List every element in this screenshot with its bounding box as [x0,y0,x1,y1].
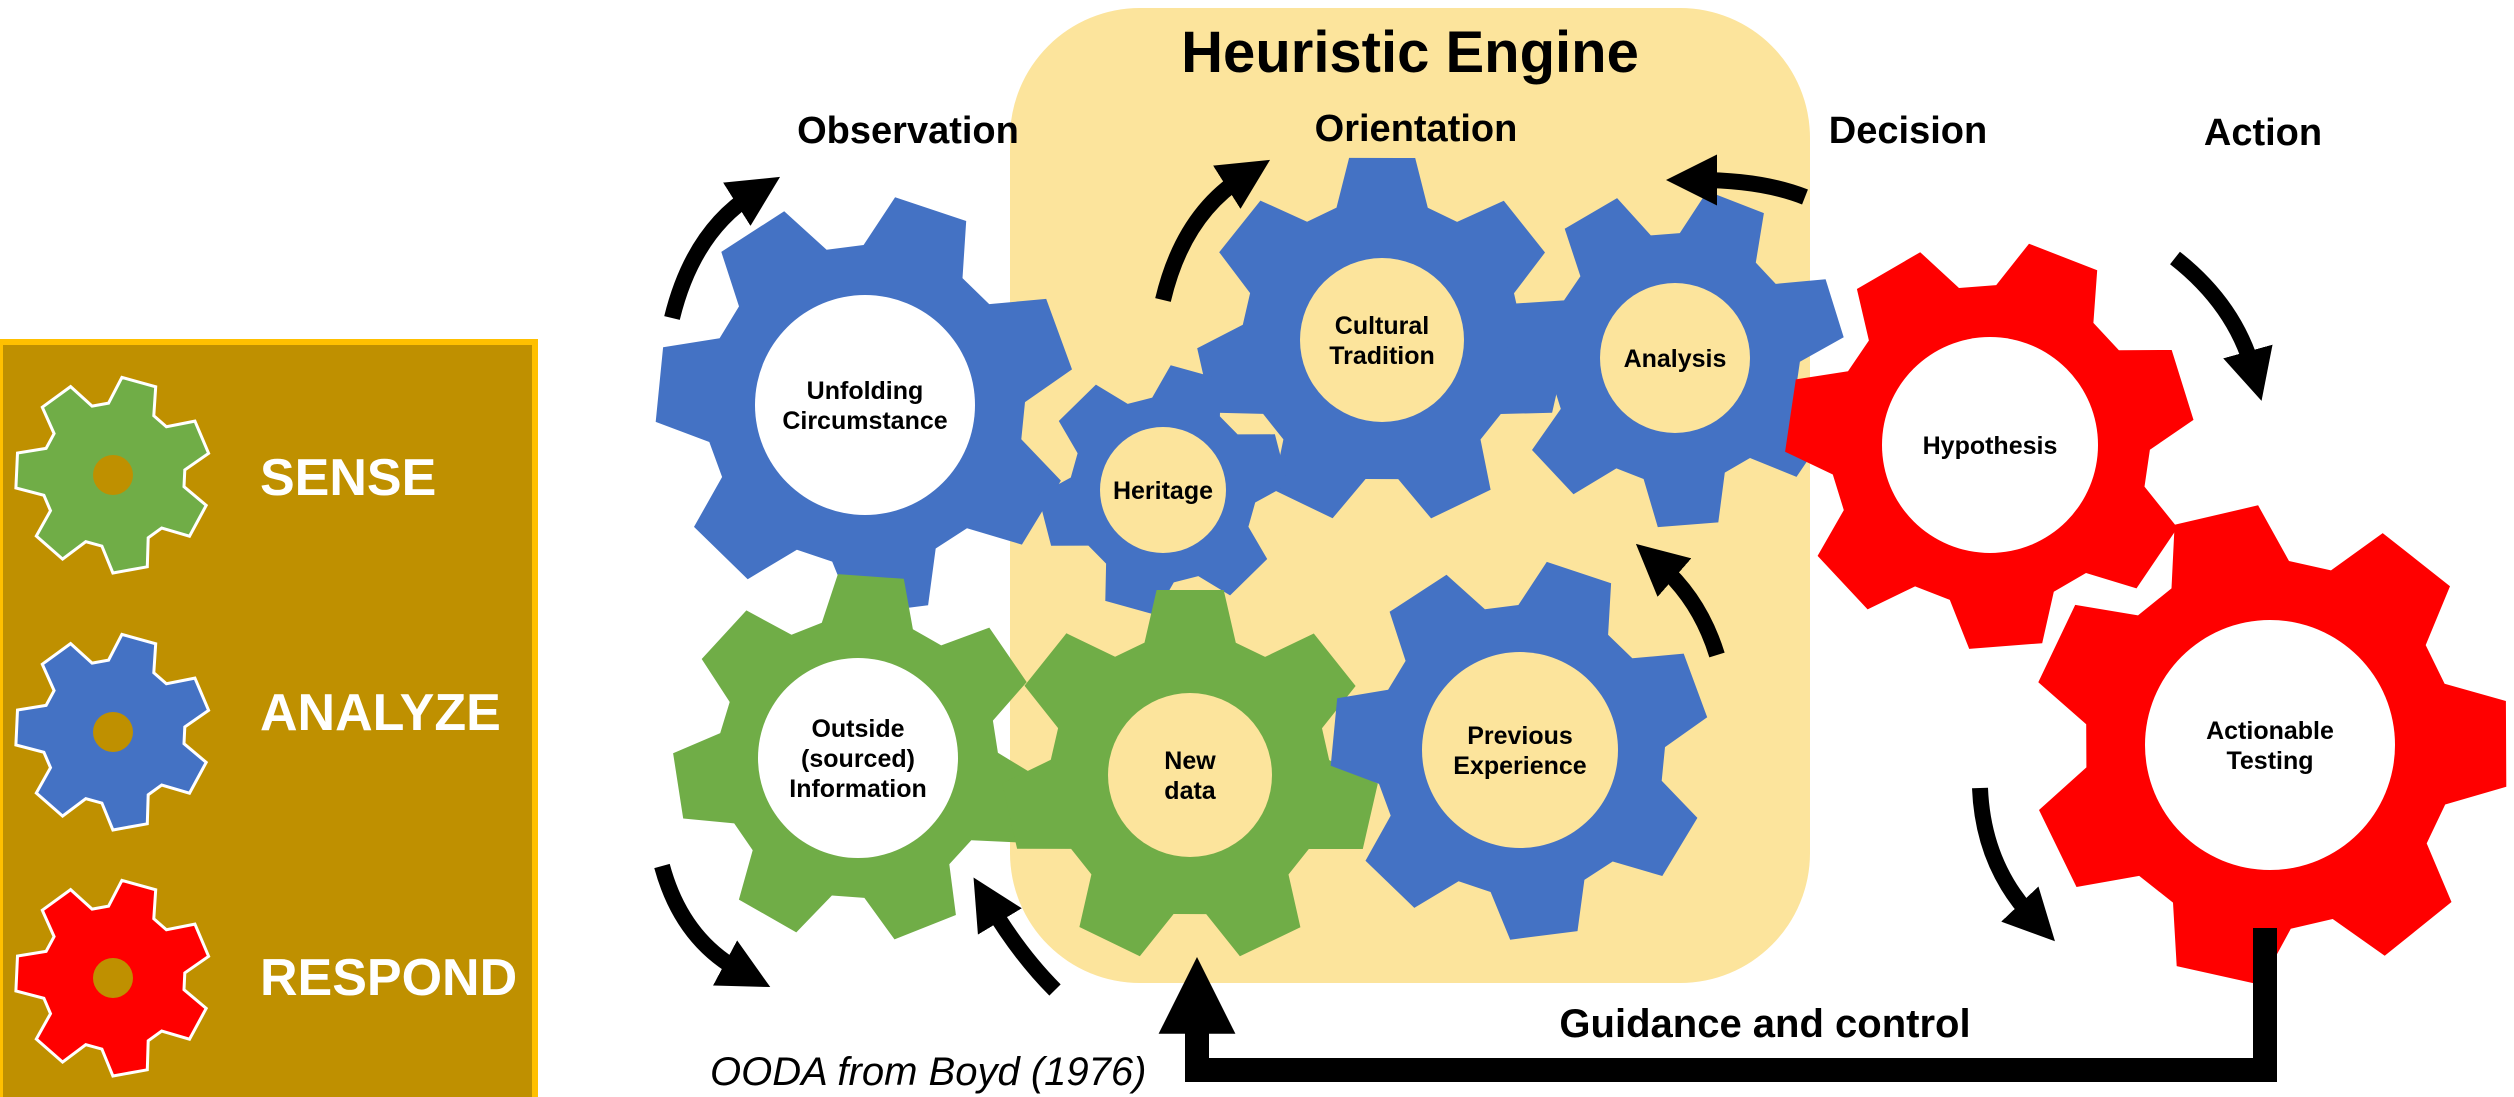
gear-cultural-tradition-label-line: Cultural [1335,312,1429,340]
arrow-unfolding [664,176,781,320]
gear-outside-information: Outside(sourced)Information [673,574,1042,940]
gear-analysis-center [1600,283,1750,433]
legend-analyze-label: ANALYZE [260,684,501,742]
gear-outside-information-label-line: (sourced) [801,745,915,773]
gear-new-data-center [1108,693,1272,857]
gear-hypothesis-center [1882,337,2098,553]
gear-cultural-tradition-label-line: Tradition [1329,342,1435,370]
legend-respond-label: RESPOND [260,949,517,1007]
phase-action: Action [2204,112,2322,154]
gear-previous-experience-center [1422,652,1618,848]
gear-analysis-label-line: Analysis [1624,345,1727,373]
gear-heritage-label-line: Heritage [1113,477,1213,505]
arrow-actionable [1972,787,2055,942]
gear-actionable-testing-center [2145,620,2395,870]
engine-title: Heuristic Engine [1181,20,1639,85]
arrow-outside [654,863,771,988]
gear-new-data-label-line: data [1164,777,1217,805]
arrow-previous [1635,543,1725,658]
legend-respond-gear-icon [14,878,211,1078]
phase-orientation: Orientation [1315,108,1518,150]
gear-heritage-center [1100,427,1226,553]
gear-actionable-testing-label-line: Actionable [2206,717,2334,745]
legend-sense-gear-icon-center [93,455,133,495]
gear-outside-information-center [758,658,958,858]
gear-unfolding-circumstance-center [755,295,975,515]
legend-analyze-gear-icon-center [93,712,133,752]
guidance-arrow [1158,928,2277,1082]
arrow-hypothesis [2170,251,2273,401]
legend-analyze-gear-icon [14,632,211,832]
gear-heritage: Heritage [1038,365,1288,615]
rotation-arrows [654,154,2273,996]
arrow-analysis [1666,154,1808,206]
legend-sense-label: SENSE [260,449,436,507]
gear-unfolding-circumstance-label-line: Circumstance [782,407,947,435]
citation: OODA from Boyd (1976) [710,1050,1146,1094]
gear-previous-experience-label-line: Previous [1467,722,1573,750]
gear-previous-experience-label-line: Experience [1453,752,1587,780]
guidance-label: Guidance and control [1559,1002,1970,1046]
gear-outside-information-label-line: Information [789,775,927,803]
phase-observation: Observation [797,110,1019,152]
gear-hypothesis: Hypothesis [1785,243,2194,649]
gear-outside-information-label-line: Outside [811,715,904,743]
gear-analysis: Analysis [1505,191,1844,528]
gear-cultural-tradition-center [1300,258,1464,422]
legend-sense-gear-icon [14,375,211,575]
legend-panel: SENSE ANALYZE RESPOND [0,339,538,1097]
arrow-newdata [973,877,1061,996]
gear-hypothesis-label-line: Hypothesis [1923,432,2058,460]
gear-unfolding-circumstance-label-line: Unfolding [807,377,924,405]
gear-new-data-label-line: New [1164,747,1216,775]
gear-actionable-testing-label-line: Testing [2226,747,2313,775]
phase-decision: Decision [1829,110,1987,152]
arrow-cultural [1155,159,1271,302]
legend-respond-gear-icon-center [93,958,133,998]
